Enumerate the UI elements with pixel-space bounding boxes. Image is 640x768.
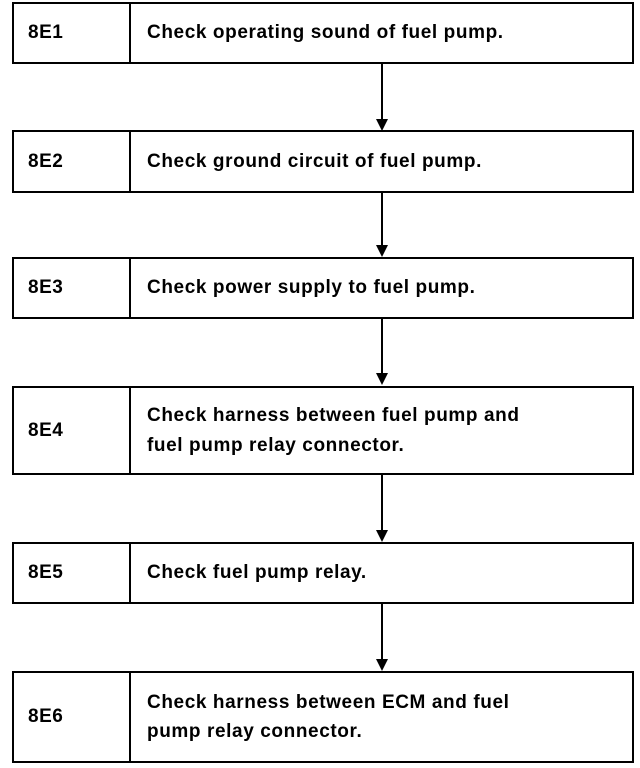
- step-description: Check ground circuit of fuel pump.: [131, 132, 632, 191]
- step-description-line: Check fuel pump relay.: [147, 562, 367, 584]
- arrow-down-icon: [376, 245, 388, 257]
- step-code: 8E5: [14, 544, 131, 602]
- flow-step-8e3: 8E3 Check power supply to fuel pump.: [12, 257, 634, 319]
- step-code: 8E3: [14, 259, 131, 317]
- step-description-line: pump relay connector.: [147, 721, 363, 742]
- step-description: Check operating sound of fuel pump.: [131, 4, 632, 62]
- step-description: Check power supply to fuel pump.: [131, 259, 632, 317]
- flow-connector: [381, 319, 383, 374]
- flow-connector: [381, 64, 383, 120]
- step-description-line: fuel pump relay connector.: [147, 434, 405, 456]
- flow-step-8e2: 8E2 Check ground circuit of fuel pump.: [12, 130, 634, 193]
- flow-step-8e4: 8E4 Check harness between fuel pump and …: [12, 386, 634, 475]
- step-code: 8E2: [14, 132, 131, 191]
- flow-step-8e5: 8E5 Check fuel pump relay.: [12, 542, 634, 604]
- flow-step-8e1: 8E1 Check operating sound of fuel pump.: [12, 2, 634, 64]
- step-description-line: Check power supply to fuel pump.: [147, 277, 476, 299]
- step-description-line: Check operating sound of fuel pump.: [147, 22, 504, 44]
- step-description-line: Check harness between ECM and fuel: [147, 691, 510, 713]
- step-description: Check harness between fuel pump and fuel…: [131, 388, 632, 473]
- flow-connector: [381, 193, 383, 247]
- step-description: Check harness between ECM and fuel pump …: [131, 673, 632, 761]
- step-code: 8E1: [14, 4, 131, 62]
- step-description-line: Check ground circuit of fuel pump.: [147, 150, 482, 172]
- arrow-down-icon: [376, 373, 388, 385]
- arrow-down-icon: [376, 119, 388, 131]
- step-code: 8E6: [14, 673, 131, 761]
- step-description-line: Check harness between fuel pump and: [147, 405, 520, 427]
- arrow-down-icon: [376, 530, 388, 542]
- arrow-down-icon: [376, 659, 388, 671]
- flow-connector: [381, 475, 383, 531]
- flow-connector: [381, 604, 383, 660]
- step-description: Check fuel pump relay.: [131, 544, 632, 602]
- step-code: 8E4: [14, 388, 131, 473]
- flow-step-8e6: 8E6 Check harness between ECM and fuel p…: [12, 671, 634, 763]
